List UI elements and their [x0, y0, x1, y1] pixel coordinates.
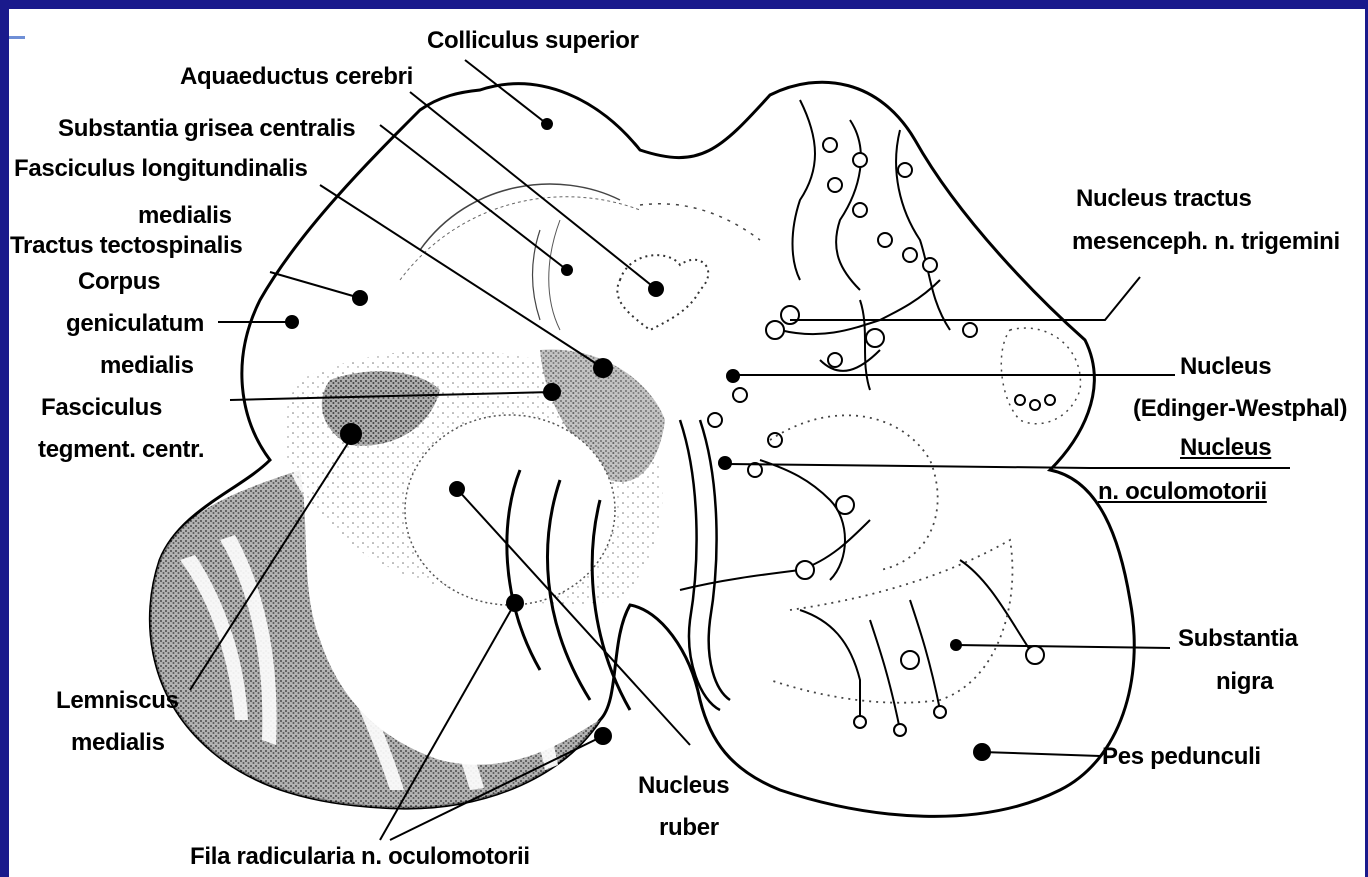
label-fasciculus-longitudinalis-medialis: medialis: [138, 201, 232, 230]
label-fasciculus-tegmentalis-1: Fasciculus: [41, 393, 162, 422]
label-colliculus-superior: Colliculus superior: [427, 26, 639, 55]
label-nucleus-ruber-1: Nucleus: [638, 771, 729, 800]
label-nucleus-oculomotorii-1: Nucleus: [1180, 433, 1271, 462]
label-lemniscus-medialis-2: medialis: [71, 728, 165, 757]
label-nucleus-ruber-2: ruber: [659, 813, 719, 842]
label-fasciculus-longitudinalis: Fasciculus longitundinalis: [14, 154, 308, 183]
label-fasciculus-tegmentalis-2: tegment. centr.: [38, 435, 204, 464]
label-corpus-geniculatum-1: Corpus: [78, 267, 160, 296]
label-pes-pedunculi: Pes pedunculi: [1102, 742, 1261, 771]
label-tractus-tectospinalis: Tractus tectospinalis: [10, 231, 242, 260]
label-nucleus-tractus-1: Nucleus tractus: [1076, 184, 1252, 213]
label-nucleus-oculomotorii-2: n. oculomotorii: [1098, 477, 1267, 506]
label-substantia-grisea-centralis: Substantia grisea centralis: [58, 114, 355, 143]
label-substantia-nigra-1: Substantia: [1178, 624, 1298, 653]
label-fila-radicularia: Fila radicularia n. oculomotorii: [190, 842, 530, 871]
label-nucleus-ew-1: Nucleus: [1180, 352, 1271, 381]
label-lemniscus-medialis-1: Lemniscus: [56, 686, 179, 715]
label-corpus-geniculatum-3: medialis: [100, 351, 194, 380]
label-nucleus-tractus-2: mesenceph. n. trigemini: [1072, 227, 1340, 256]
label-substantia-nigra-2: nigra: [1216, 667, 1273, 696]
label-corpus-geniculatum-2: geniculatum: [66, 309, 204, 338]
label-aquaeductus-cerebri: Aquaeductus cerebri: [180, 62, 413, 91]
label-nucleus-ew-2: (Edinger-Westphal): [1133, 394, 1347, 423]
